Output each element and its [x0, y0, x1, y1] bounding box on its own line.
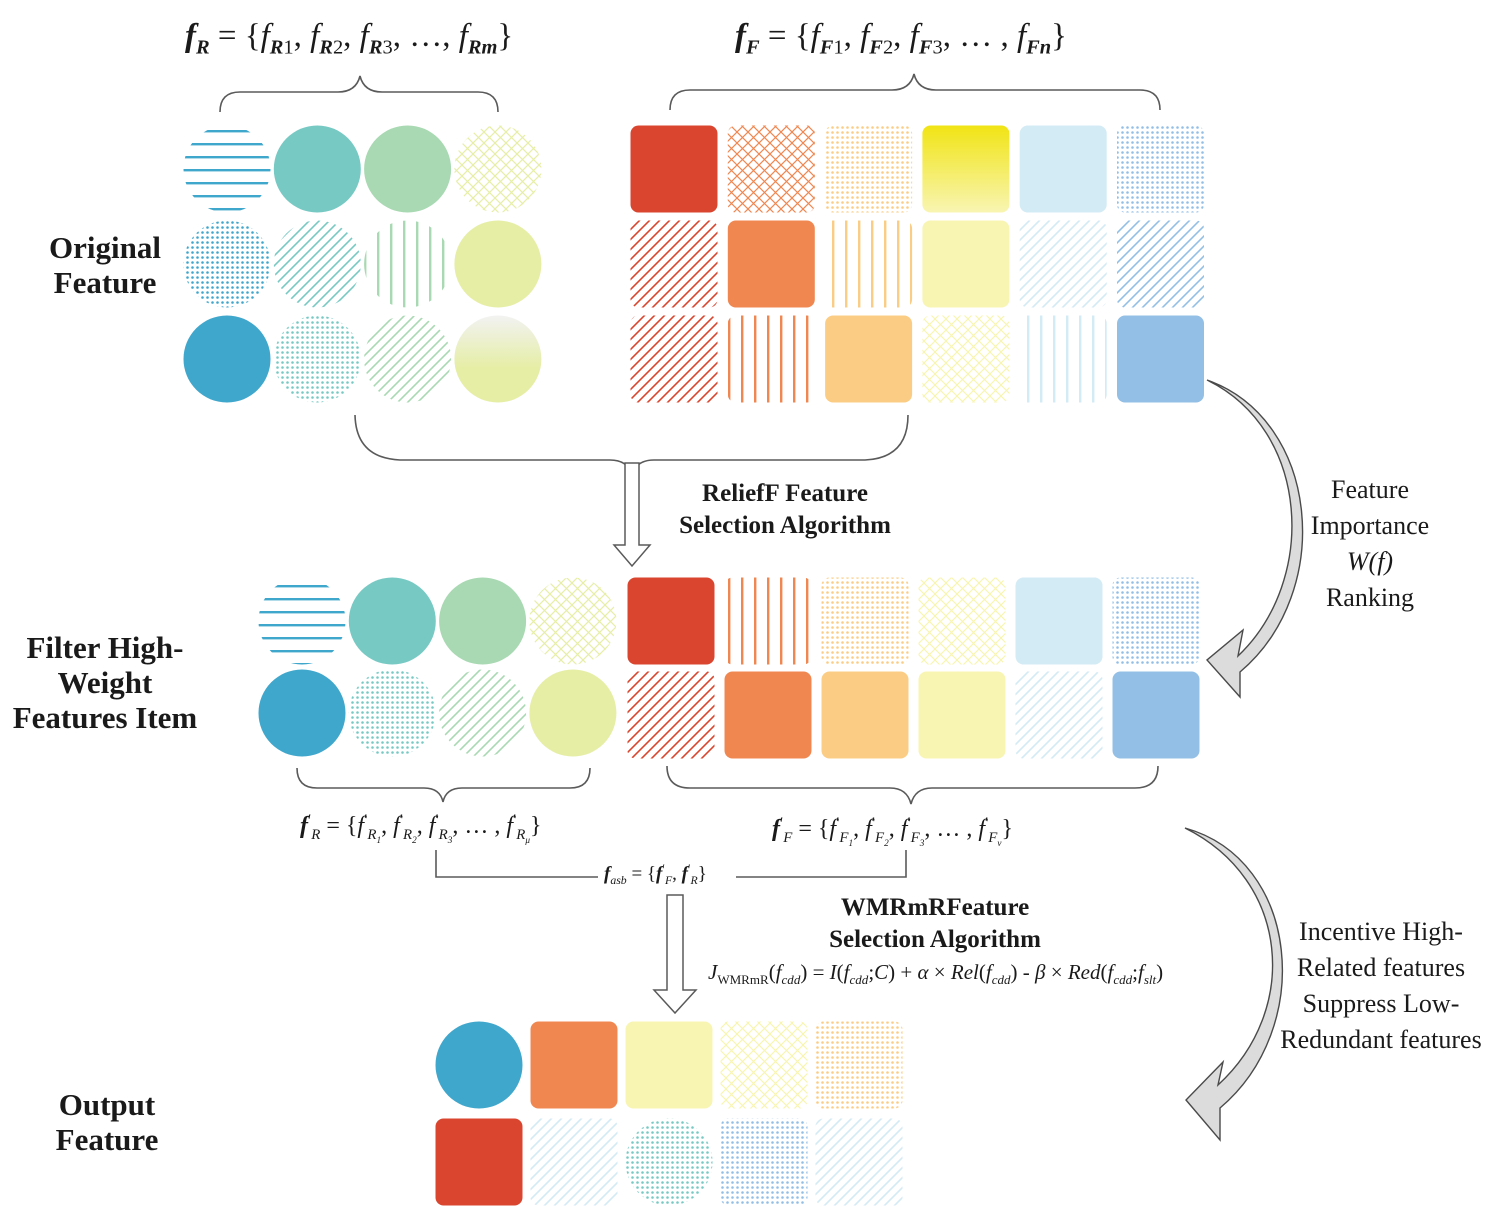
- ranking-note-line-1: Feature: [1331, 475, 1409, 504]
- filter-f-feature-9: [821, 671, 909, 759]
- original-r-feature-1: [183, 125, 271, 213]
- original-f-feature-14: [727, 315, 815, 403]
- filter-f-feature-12: [1112, 671, 1200, 759]
- formula-fasb: fasb = {f′F, f′R}: [604, 862, 707, 888]
- original-f-feature-7: [630, 220, 718, 308]
- original-f-feature-17: [1019, 315, 1107, 403]
- wmrmr-algorithm-label: WMRmRFeature Selection Algorithm: [829, 894, 1041, 953]
- original-f-feature-10: [922, 220, 1010, 308]
- incentive-note: Incentive High- Related features Suppres…: [1262, 914, 1500, 1058]
- original-f-feature-18: [1117, 315, 1204, 403]
- filter-r-feature-3: [439, 577, 527, 665]
- filter-f-feature-5: [1015, 577, 1103, 665]
- ranking-note-line-4: Ranking: [1325, 583, 1415, 612]
- filter-f-feature-2: [724, 577, 812, 665]
- ranking-note-line-3: W(f): [1346, 547, 1394, 576]
- original-f-feature-11: [1019, 220, 1107, 308]
- wmrmr-down-arrow: [652, 894, 698, 1015]
- original-r-feature-9: [183, 315, 271, 403]
- output-feature-6: [435, 1118, 523, 1206]
- output-feature-10: [815, 1118, 903, 1206]
- formula-fR-prime: f′R = {f′R1, f′R2, f′R3, … , f′Rμ}: [300, 812, 542, 845]
- output-feature-7: [530, 1118, 618, 1206]
- original-f-feature-3: [825, 125, 913, 213]
- formula-fF: fF = {fF1, fF2, fF3, … , fFn}: [735, 18, 1067, 59]
- original-f-feature-4: [922, 125, 1010, 213]
- filter-f-feature-11: [1015, 671, 1103, 759]
- original-f-feature-16: [922, 315, 1010, 403]
- original-r-feature-11: [364, 315, 452, 403]
- filter-r-feature-2: [348, 577, 436, 665]
- stage-label-output: Output Feature: [55, 1087, 159, 1157]
- fasb-connector: [435, 850, 907, 878]
- filter-r-feature-1: [258, 577, 346, 665]
- original-r-feature-10: [273, 315, 361, 403]
- brace-ff-top: [669, 73, 1161, 111]
- ranking-curved-arrow: [1205, 379, 1304, 699]
- output-feature-1: [435, 1021, 523, 1109]
- filter-f-feature-6: [1112, 577, 1200, 665]
- relieff-algorithm-label: ReliefF Feature Selection Algorithm: [679, 480, 891, 539]
- output-feature-3: [625, 1021, 713, 1109]
- original-r-feature-4: [454, 125, 542, 213]
- filter-r-feature-6: [348, 669, 436, 757]
- original-r-feature-3: [364, 125, 452, 213]
- filter-r-feature-7: [439, 669, 527, 757]
- original-f-feature-15: [825, 315, 913, 403]
- brace-ff-prime: [666, 765, 1159, 805]
- incentive-curved-arrow: [1184, 827, 1284, 1142]
- feature-tiles: [183, 125, 1204, 1206]
- incentive-note-line-2: Related features: [1296, 953, 1466, 982]
- output-feature-2: [530, 1021, 618, 1109]
- ranking-note-line-2: Importance: [1310, 511, 1430, 540]
- filter-r-feature-8: [529, 669, 617, 757]
- formula-fF-prime: f′F = {f′F1, f′F2, f′F3, … , f′Fv}: [772, 815, 1013, 848]
- filter-f-feature-10: [918, 671, 1006, 759]
- stage-label-filter: Filter High-Weight Features Item: [12, 630, 198, 735]
- original-r-feature-6: [273, 220, 361, 308]
- filter-f-feature-3: [821, 577, 909, 665]
- original-f-feature-5: [1019, 125, 1107, 213]
- original-f-feature-9: [825, 220, 913, 308]
- original-f-feature-13: [630, 315, 718, 403]
- brace-fr-top: [219, 75, 499, 113]
- original-f-feature-2: [727, 125, 815, 213]
- brace-fr-prime: [296, 767, 591, 803]
- incentive-note-line-3: Suppress Low-: [1302, 989, 1460, 1018]
- ranking-note: Feature Importance W(f) Ranking: [1280, 472, 1460, 616]
- incentive-note-line-1: Incentive High-: [1299, 917, 1463, 946]
- output-feature-8: [625, 1118, 713, 1206]
- filter-f-feature-8: [724, 671, 812, 759]
- output-feature-9: [720, 1118, 808, 1206]
- relieff-down-arrow: [612, 462, 652, 568]
- original-f-feature-6: [1117, 125, 1204, 213]
- incentive-note-line-4: Redundant features: [1280, 1025, 1482, 1054]
- filter-f-feature-1: [627, 577, 715, 665]
- formula-fR: fR = {fR1, fR2, fR3, …, fRm}: [185, 18, 514, 59]
- original-r-feature-2: [273, 125, 361, 213]
- filter-f-feature-4: [918, 577, 1006, 665]
- output-feature-4: [720, 1021, 808, 1109]
- formula-jwmrmr: JWMRmR(fcdd) = I(fcdd;C) + α × Rel(fcdd)…: [708, 960, 1164, 988]
- original-f-feature-12: [1117, 220, 1204, 308]
- filter-r-feature-4: [529, 577, 617, 665]
- original-r-feature-12: [454, 315, 542, 403]
- filter-f-feature-7: [627, 671, 715, 759]
- original-f-feature-8: [727, 220, 815, 308]
- stage-label-original: Original Feature: [49, 230, 161, 300]
- original-r-feature-7: [364, 220, 452, 308]
- original-r-feature-8: [454, 220, 542, 308]
- filter-r-feature-5: [258, 669, 346, 757]
- original-f-feature-1: [630, 125, 718, 213]
- original-r-feature-5: [183, 220, 271, 308]
- output-feature-5: [815, 1021, 903, 1109]
